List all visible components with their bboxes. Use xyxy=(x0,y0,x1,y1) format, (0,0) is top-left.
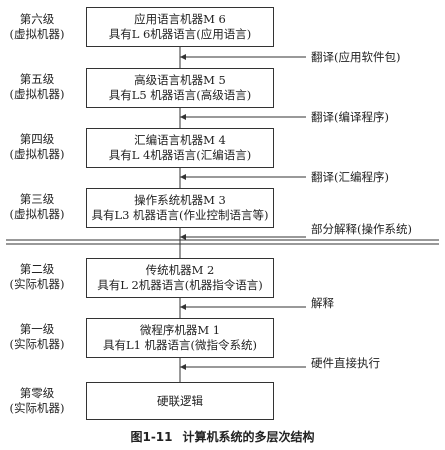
machine-m4-name: 汇编语言机器M 4 xyxy=(134,133,226,147)
machine-box-m2: 传统机器M 2 具有L 2机器语言(机器指令语言) xyxy=(86,258,274,298)
level-0-name: 第零级 xyxy=(19,386,55,400)
level-6-label: 第六级 (虚拟机器) xyxy=(6,12,68,42)
machine-m1-name: 微程序机器M 1 xyxy=(139,323,221,337)
hardware-exec-note-1: 硬件直接执行 xyxy=(311,356,380,370)
machine-box-m3: 操作系统机器M 3 具有L3 机器语言(作业控制语言等) xyxy=(86,188,274,228)
figure-title: 计算机系统的多层次结构 xyxy=(182,430,315,444)
level-6-name: 第六级 xyxy=(19,12,55,26)
interpret-note-2: 解释 xyxy=(311,296,334,310)
machine-m3-language: 具有L3 机器语言(作业控制语言等) xyxy=(91,208,269,222)
level-4-name: 第四级 xyxy=(19,132,55,146)
translation-note-6: 翻译(应用软件包) xyxy=(311,50,401,64)
machine-box-m0: 硬联逻辑 xyxy=(86,382,274,420)
level-2-kind: (实际机器) xyxy=(9,277,65,291)
level-1-name: 第一级 xyxy=(19,322,55,336)
level-1-label: 第一级 (实际机器) xyxy=(6,322,68,352)
machine-m0-name: 硬联逻辑 xyxy=(157,394,203,408)
machine-m2-language: 具有L 2机器语言(机器指令语言) xyxy=(97,278,263,292)
translation-note-4: 翻译(汇编程序) xyxy=(311,170,389,184)
level-5-name: 第五级 xyxy=(19,72,55,86)
machine-m2-name: 传统机器M 2 xyxy=(145,263,215,277)
machine-m5-language: 具有L5 机器语言(高级语言) xyxy=(108,88,252,102)
level-0-kind: (实际机器) xyxy=(9,401,65,415)
level-3-kind: (虚拟机器) xyxy=(9,207,65,221)
level-3-name: 第三级 xyxy=(19,192,55,206)
level-2-name: 第二级 xyxy=(19,262,55,276)
translation-note-5: 翻译(编译程序) xyxy=(311,110,389,124)
figure-caption: 图1-11 计算机系统的多层次结构 xyxy=(0,428,445,445)
machine-m3-name: 操作系统机器M 3 xyxy=(134,193,226,207)
level-6-kind: (虚拟机器) xyxy=(9,27,65,41)
machine-box-m5: 高级语言机器M 5 具有L5 机器语言(高级语言) xyxy=(86,68,274,108)
translation-note-3: 部分解释(操作系统) xyxy=(311,222,412,236)
level-1-kind: (实际机器) xyxy=(9,337,65,351)
machine-box-m1: 微程序机器M 1 具有L1 机器语言(微指令系统) xyxy=(86,318,274,358)
level-5-label: 第五级 (虚拟机器) xyxy=(6,72,68,102)
machine-m6-language: 具有L 6机器语言(应用语言) xyxy=(108,27,252,41)
level-5-kind: (虚拟机器) xyxy=(9,87,65,101)
machine-m4-language: 具有L 4机器语言(汇编语言) xyxy=(108,148,252,162)
machine-m5-name: 高级语言机器M 5 xyxy=(134,73,226,87)
level-4-label: 第四级 (虚拟机器) xyxy=(6,132,68,162)
machine-m1-language: 具有L1 机器语言(微指令系统) xyxy=(102,338,258,352)
machine-box-m4: 汇编语言机器M 4 具有L 4机器语言(汇编语言) xyxy=(86,128,274,168)
figure-number: 图1-11 xyxy=(130,430,173,444)
level-0-label: 第零级 (实际机器) xyxy=(6,386,68,416)
level-2-label: 第二级 (实际机器) xyxy=(6,262,68,292)
machine-m6-name: 应用语言机器M 6 xyxy=(134,12,226,26)
level-3-label: 第三级 (虚拟机器) xyxy=(6,192,68,222)
level-4-kind: (虚拟机器) xyxy=(9,147,65,161)
machine-box-m6: 应用语言机器M 6 具有L 6机器语言(应用语言) xyxy=(86,7,274,47)
